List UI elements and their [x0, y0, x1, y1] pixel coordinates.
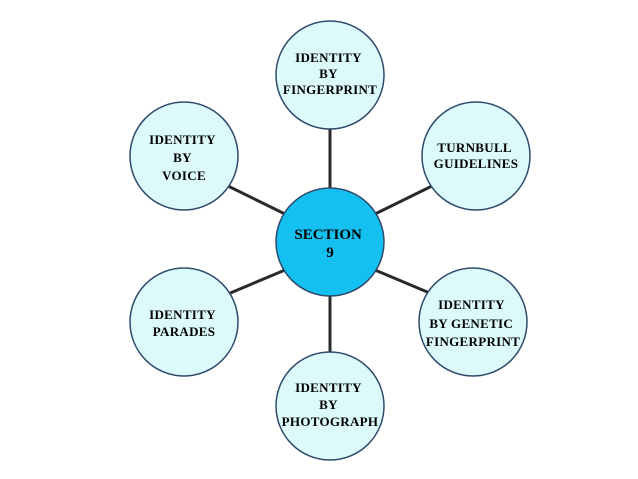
connectors — [227, 128, 433, 360]
connector-voice — [227, 184, 286, 216]
svg-text:IDENTITY BY VO: IDENTITY BY VOICE — [149, 132, 219, 183]
satellite-turnbull-line-1: TURNBULL — [437, 140, 512, 155]
center-node: SECTION 9 — [275, 187, 385, 297]
satellite-parades-line-1: IDENTITY — [149, 307, 216, 322]
svg-text:TURNBULL GUIDELINES: TURNBULL GUIDELINES — [434, 140, 519, 171]
satellite-fingerprint: IDENTITY BY FINGERPRINT — [275, 20, 385, 130]
satellite-fingerprint-line-3: FINGERPRINT — [283, 82, 377, 97]
satellite-turnbull-line-2: GUIDELINES — [434, 156, 519, 171]
center-line-2: 9 — [326, 245, 334, 261]
satellite-voice-line-1: IDENTITY — [149, 132, 216, 147]
satellite-fingerprint-line-1: IDENTITY — [295, 50, 362, 65]
satellite-voice: IDENTITY BY VOICE — [129, 101, 239, 211]
satellite-parades-line-2: PARADES — [153, 324, 216, 339]
satellite-turnbull: TURNBULL GUIDELINES — [421, 101, 531, 211]
connector-turnbull — [374, 184, 433, 216]
satellite-genetic-line-3: FINGERPRINT — [426, 334, 520, 349]
satellite-genetic-line-1: IDENTITY — [438, 297, 505, 312]
connector-genetic — [374, 268, 433, 296]
svg-text:IDENTITY BY GENETIC: IDENTITY BY GENETIC FINGERPRINT — [426, 297, 520, 349]
satellite-genetic-line-2: BY GENETIC — [429, 316, 513, 331]
satellite-genetic: IDENTITY BY GENETIC FINGERPRINT — [418, 267, 528, 377]
svg-text:IDENTITY BY FI: IDENTITY BY FINGERPRINT — [283, 50, 377, 97]
satellite-fingerprint-line-2: BY — [319, 66, 338, 81]
satellite-voice-line-3: VOICE — [162, 168, 206, 183]
satellite-photograph-line-1: IDENTITY — [295, 380, 362, 395]
svg-text:SECTION 9: SECTION 9 — [294, 227, 365, 261]
satellite-parades: IDENTITY PARADES — [129, 267, 239, 377]
satellite-photograph-line-2: BY — [319, 397, 338, 412]
connector-parades — [227, 268, 286, 296]
svg-text:IDENTITY PARADES: IDENTITY PARADES — [149, 307, 219, 339]
svg-text:IDENTITY BY PH: IDENTITY BY PHOTOGRAPH — [282, 380, 379, 429]
center-line-1: SECTION — [294, 227, 362, 243]
satellite-photograph: IDENTITY BY PHOTOGRAPH — [275, 351, 385, 461]
satellite-voice-line-2: BY — [173, 150, 192, 165]
satellite-photograph-line-3: PHOTOGRAPH — [282, 414, 379, 429]
